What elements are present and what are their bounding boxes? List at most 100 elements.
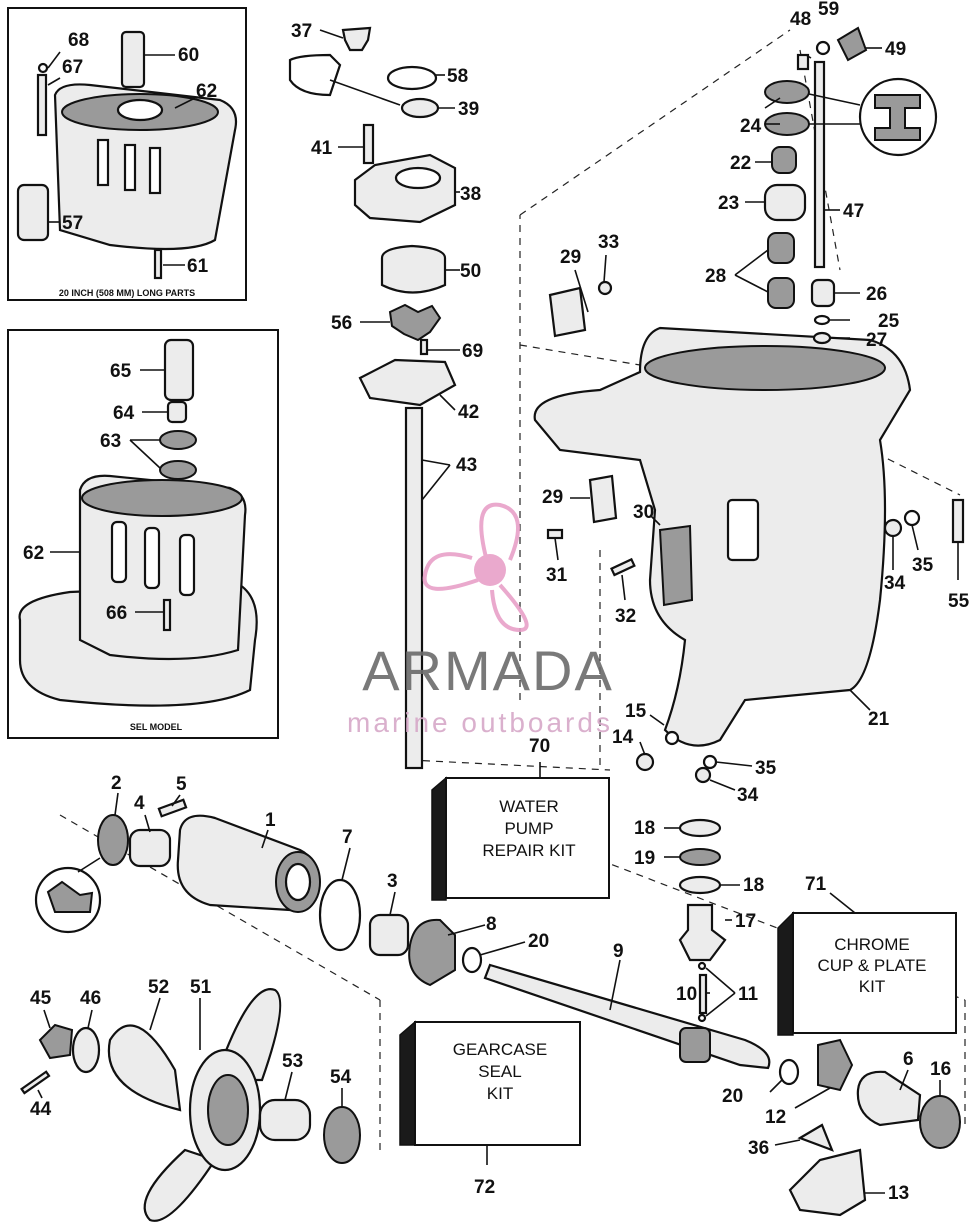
- bearing-28-lower: [767, 277, 795, 309]
- thrust-washer-54: [323, 1106, 361, 1164]
- washer-46: [71, 1026, 101, 1074]
- washer-20b: [778, 1058, 800, 1086]
- part-callout: 72: [474, 1177, 495, 1198]
- part-callout: 25: [878, 311, 900, 332]
- plug-14: [635, 752, 655, 772]
- part-callout: 18: [634, 818, 655, 839]
- part-callout: 13: [888, 1183, 909, 1204]
- bearing-28-upper: [767, 232, 795, 264]
- screw-31: [546, 528, 564, 540]
- gear-6: [856, 1070, 922, 1127]
- part-callout: 58: [447, 66, 468, 87]
- washer-15: [664, 730, 680, 746]
- part-callout: 41: [311, 138, 333, 159]
- part-callout: 29: [560, 247, 581, 268]
- nut-33: [597, 280, 613, 296]
- watermark-tagline: marine outboards: [347, 707, 613, 738]
- nut-45: [38, 1023, 74, 1060]
- kit-label-line: CHROME: [834, 935, 910, 954]
- part-callout: 42: [458, 402, 479, 423]
- gearcase-housing: [533, 254, 965, 791]
- part-callout: 45: [30, 988, 52, 1009]
- kit-text-water-pump: WATER PUMP REPAIR KIT: [482, 797, 575, 860]
- shift-rod-long: [36, 73, 48, 137]
- bolt-41: [362, 123, 375, 165]
- spacer-53: [258, 1098, 312, 1142]
- impeller-liner: [380, 244, 447, 294]
- armada-watermark: ARMADA marine outboards: [347, 502, 614, 738]
- key-69: [419, 338, 429, 356]
- part-callout: 67: [62, 57, 83, 78]
- screw-5: [157, 798, 188, 818]
- part-callout: 61: [187, 256, 209, 277]
- seal-39: [400, 97, 440, 119]
- bushing-26: [810, 278, 836, 308]
- plate-42: [358, 358, 457, 407]
- washer-59: [815, 40, 831, 56]
- part-callout: 62: [23, 543, 44, 564]
- seal-2: [97, 814, 129, 866]
- part-callout: 19: [634, 848, 655, 869]
- pump-housing: [353, 153, 457, 224]
- part-callout: 22: [730, 153, 751, 174]
- kit-label-line: WATER: [499, 797, 559, 816]
- part-callout: 26: [866, 284, 887, 305]
- clip-36: [797, 1123, 834, 1152]
- bearing-4: [128, 828, 172, 868]
- water-pump-assembly: [288, 26, 460, 770]
- o-ring-7: [318, 878, 362, 952]
- part-callout: 52: [148, 977, 169, 998]
- screw-long: [153, 248, 163, 280]
- shift-rod-47: [813, 60, 826, 269]
- part-callout: 37: [291, 21, 312, 42]
- kit-label-line: REPAIR KIT: [482, 841, 575, 860]
- screw-sel: [162, 598, 172, 632]
- bearing-housing-1: [176, 814, 321, 913]
- washer-27: [812, 331, 832, 345]
- part-callout: 53: [282, 1051, 303, 1072]
- plug-sel: [166, 400, 188, 424]
- spring-10: [698, 973, 708, 1015]
- kit-text-gearcase: GEARCASE SEAL KIT: [453, 1040, 547, 1103]
- bracket-49: [836, 26, 868, 62]
- plug-34b: [694, 766, 712, 784]
- watermark-brand: ARMADA: [362, 639, 614, 702]
- bushing-23: [763, 183, 807, 222]
- part-callout: 1: [265, 810, 276, 831]
- part-callout: 69: [462, 341, 483, 362]
- part-callout: 48: [790, 9, 811, 30]
- kit-label-line: CUP & PLATE: [818, 956, 927, 975]
- water-tube-long: [120, 30, 146, 89]
- kit-label-line: SEAL: [478, 1062, 521, 1081]
- part-callout: 49: [885, 39, 906, 60]
- part-callout: 20: [722, 1086, 743, 1107]
- part-callout: 28: [705, 266, 726, 287]
- part-callout: 11: [738, 984, 759, 1005]
- kit-label-line: KIT: [487, 1084, 513, 1103]
- part-callout: 60: [178, 45, 199, 66]
- part-callout: 34: [884, 573, 906, 594]
- bearing-3: [368, 913, 410, 957]
- cradle-13: [788, 1148, 867, 1217]
- part-callout: 51: [190, 977, 212, 998]
- bearing-16: [919, 1095, 961, 1149]
- kit-label-line: PUMP: [504, 819, 553, 838]
- washer-18a: [678, 818, 722, 838]
- bushing-upper: [159, 430, 197, 450]
- ball-11-lower: [697, 1013, 707, 1023]
- part-callout: 4: [134, 793, 145, 814]
- part-callout: 39: [458, 99, 479, 120]
- kit-chrome: [777, 892, 957, 1036]
- part-callout: 64: [113, 403, 135, 424]
- pinion-17: [678, 903, 727, 962]
- part-callout: 20: [528, 931, 549, 952]
- kit-label-line: GEARCASE: [453, 1040, 547, 1059]
- part-callout: 2: [111, 773, 122, 794]
- part-callout: 14: [612, 727, 634, 748]
- shift-rod-assembly: [734, 26, 938, 345]
- part-callout: 6: [903, 1049, 914, 1070]
- propeller-logo-icon: [422, 502, 529, 633]
- kit-water-pump: [431, 762, 610, 901]
- o-ring-58: [386, 65, 438, 91]
- part-callout: 55: [948, 591, 970, 612]
